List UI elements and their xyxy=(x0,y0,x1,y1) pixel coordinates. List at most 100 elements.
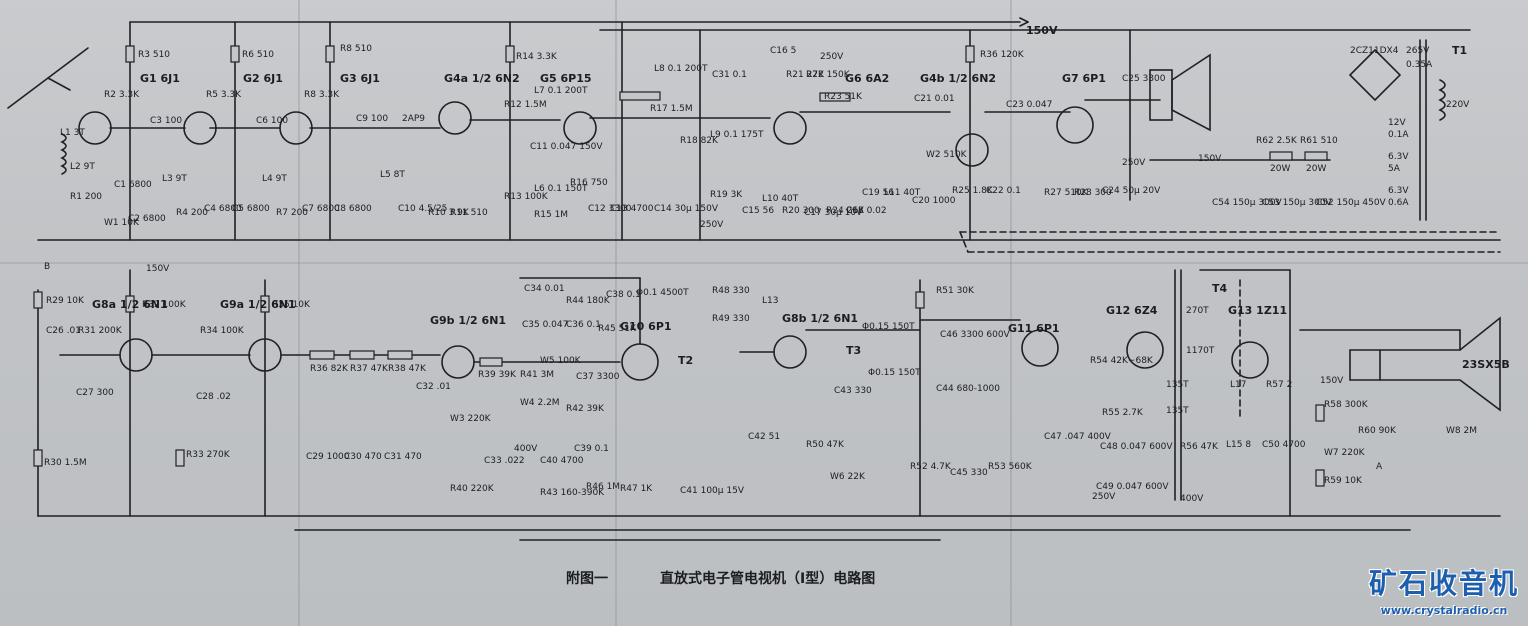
component-label: R49 330 xyxy=(712,314,750,324)
component-label: R60 90K xyxy=(1358,426,1396,436)
component-label: 2AP9 xyxy=(402,114,426,124)
component-label: L5 8T xyxy=(380,170,405,180)
component-label: L17 xyxy=(1230,380,1247,390)
paper-fold xyxy=(1010,0,1012,626)
component-label: C41 100μ 15V xyxy=(680,486,744,496)
winding-label: 6.3V xyxy=(1388,186,1409,196)
supply-label: 250V xyxy=(820,52,844,62)
component-label: C32 .01 xyxy=(416,382,451,392)
tube-label: G11 6P1 xyxy=(1008,322,1060,335)
component-label: C11 0.047 150V xyxy=(530,142,603,152)
tube-label: G9b 1/2 6N1 xyxy=(430,314,507,327)
component-label: C44 680-1000 xyxy=(936,384,1000,394)
tube-label: G4b 1/2 6N2 xyxy=(920,72,997,85)
component-label: R15 1M xyxy=(534,210,569,220)
component-label: R6 510 xyxy=(242,50,275,60)
component-label: L2 9T xyxy=(70,162,95,172)
component-label: R46 1M xyxy=(586,482,621,492)
component-label: R8 3.3K xyxy=(304,90,340,100)
component-label: C28 .02 xyxy=(196,392,231,402)
component-label: L8 0.1 200T xyxy=(654,64,708,74)
component-label: R54 42K~68K xyxy=(1090,356,1153,366)
component-label: C46 3300 600V xyxy=(940,330,1010,340)
component-label: L10 40T xyxy=(762,194,799,204)
component-label: C6 100 xyxy=(256,116,289,126)
winding-label: 0.6A xyxy=(1388,198,1409,208)
site-watermark: 矿石收音机 www.crystalradio.cn xyxy=(1364,562,1524,617)
watermark-title: 矿石收音机 xyxy=(1368,567,1519,600)
component-label: R29 10K xyxy=(46,296,84,306)
component-label: R3 510 xyxy=(138,50,171,60)
supply-label: 250V xyxy=(700,220,724,230)
component-label: R50 47K xyxy=(806,440,844,450)
component-label: R20 300 xyxy=(782,206,820,216)
component-label: R40 220K xyxy=(450,484,494,494)
component-label: W1 10K xyxy=(104,218,139,228)
component-label: L4 9T xyxy=(262,174,287,184)
component-label: R23 51K xyxy=(824,92,862,102)
component-label: R7 200 xyxy=(276,208,309,218)
component-label: 20W xyxy=(1270,164,1291,174)
component-label: R27 510K xyxy=(1044,188,1088,198)
component-label: R32 100K xyxy=(142,300,186,310)
component-label: R14 3.3K xyxy=(516,52,557,62)
component-label: R42 39K xyxy=(566,404,604,414)
supply-label: 150V xyxy=(146,264,170,274)
component-label: C5 6800 xyxy=(232,204,270,214)
supply-label: B xyxy=(44,262,51,272)
tube-label: 23SX5B xyxy=(1462,358,1510,371)
component-label: R38 47K xyxy=(388,364,426,374)
component-label: C14 30μ 150V xyxy=(654,204,718,214)
supply-label: A xyxy=(1376,462,1383,472)
component-label: R57 2 xyxy=(1266,380,1293,390)
component-label: L6 0.1 150T xyxy=(534,184,588,194)
component-label: 135T xyxy=(1166,380,1189,390)
component-label: R51 30K xyxy=(936,286,974,296)
component-label: W4 2.2M xyxy=(520,398,560,408)
winding-label: 0.35A xyxy=(1406,60,1433,70)
component-label: R44 180K xyxy=(566,296,610,306)
tube-label: G5 6P15 xyxy=(540,72,592,85)
component-label: R24 26K xyxy=(826,206,864,216)
component-label: C12 3300 xyxy=(588,204,632,214)
component-label: W3 220K xyxy=(450,414,491,424)
component-label: 20W xyxy=(1306,164,1327,174)
component-label: C48 0.047 600V xyxy=(1100,442,1173,452)
component-label: R33 270K xyxy=(186,450,230,460)
component-label: R56 47K xyxy=(1180,442,1218,452)
tube-label: G6 6A2 xyxy=(845,72,890,85)
tube-label: G8b 1/2 6N1 xyxy=(782,312,859,325)
component-label: W5 100K xyxy=(540,356,581,366)
component-label: C21 0.01 xyxy=(914,94,955,104)
component-label: Φ0.1 4500T xyxy=(636,288,689,298)
paper-fold xyxy=(0,262,1528,264)
component-label: Φ0.15 150T xyxy=(862,322,915,332)
component-label: C52 150μ 450V xyxy=(1316,198,1386,208)
component-label: L11 40T xyxy=(884,188,921,198)
tube-label: G4a 1/2 6N2 xyxy=(444,72,520,85)
tube-label: G3 6J1 xyxy=(340,72,380,85)
component-label: R30 1.5M xyxy=(44,458,87,468)
component-label: C16 5 xyxy=(770,46,797,56)
component-label: R34 100K xyxy=(200,326,244,336)
component-label: 135T xyxy=(1166,406,1189,416)
component-label: L3 9T xyxy=(162,174,187,184)
component-label: R11 510 xyxy=(450,208,488,218)
supply-label: 250V xyxy=(1122,158,1146,168)
component-label: C24 50μ 20V xyxy=(1102,186,1161,196)
supply-label: 400V xyxy=(1180,494,1204,504)
component-label: C13 4700 xyxy=(610,204,654,214)
component-label: C45 330 xyxy=(950,468,988,478)
component-label: 270T xyxy=(1186,306,1209,316)
component-label: C19 56 xyxy=(862,188,895,198)
supply-label: 150V xyxy=(1198,154,1222,164)
mains-label: 220V xyxy=(1446,100,1470,110)
component-label: R53 560K xyxy=(988,462,1032,472)
component-label: R25 1.8K xyxy=(952,186,993,196)
component-label: R16 750 xyxy=(570,178,608,188)
component-label: C34 0.01 xyxy=(524,284,565,294)
component-label: L15 8 xyxy=(1226,440,1252,450)
component-label: R8 510 xyxy=(340,44,373,54)
component-label: W8 2M xyxy=(1446,426,1477,436)
component-label: R52 4.7K xyxy=(910,462,951,472)
